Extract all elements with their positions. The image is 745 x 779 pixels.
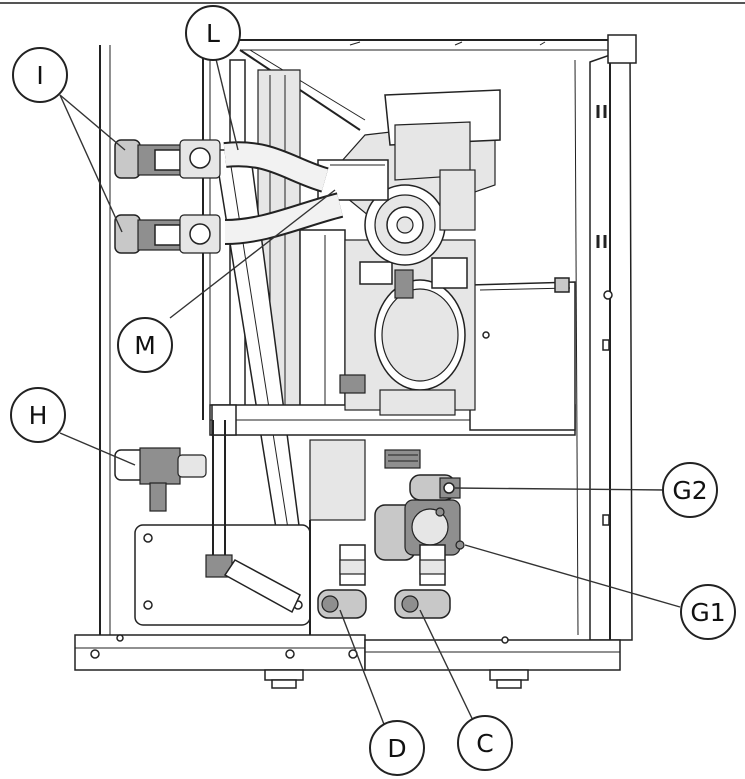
pipe-risers [309, 520, 446, 640]
callout-M: M [117, 317, 173, 373]
callout-label-D: D [387, 734, 406, 763]
callout-H: H [10, 387, 66, 443]
compressor-assembly [339, 239, 476, 416]
drain-fitting-H [114, 447, 207, 512]
callout-label-M: M [134, 331, 156, 360]
flow-pipes [223, 141, 344, 245]
valve-G2 [409, 474, 461, 501]
callout-G2: G2 [662, 462, 718, 518]
control-box [469, 277, 576, 431]
connector-I-upper [114, 139, 221, 179]
outlet-D [317, 589, 367, 619]
top-valve-assembly [317, 89, 501, 266]
callout-G1: G1 [680, 584, 736, 640]
base-frame [74, 634, 621, 689]
callout-label-G2: G2 [672, 476, 707, 505]
outlet-C [394, 589, 451, 619]
callout-label-L: L [206, 19, 220, 48]
flow-switch [384, 449, 421, 469]
callout-D: D [369, 720, 425, 776]
callout-C: C [457, 715, 513, 771]
callout-label-C: C [476, 729, 493, 758]
callout-label-H: H [29, 401, 48, 430]
callout-I: I [12, 47, 68, 103]
callout-label-G1: G1 [690, 598, 725, 627]
lower-service-panel [134, 420, 311, 626]
callout-label-I: I [36, 61, 43, 90]
callout-L: L [185, 5, 241, 61]
leader-lines [59, 54, 681, 741]
connector-I-lower [114, 214, 221, 254]
cabinet-frame [99, 34, 637, 641]
